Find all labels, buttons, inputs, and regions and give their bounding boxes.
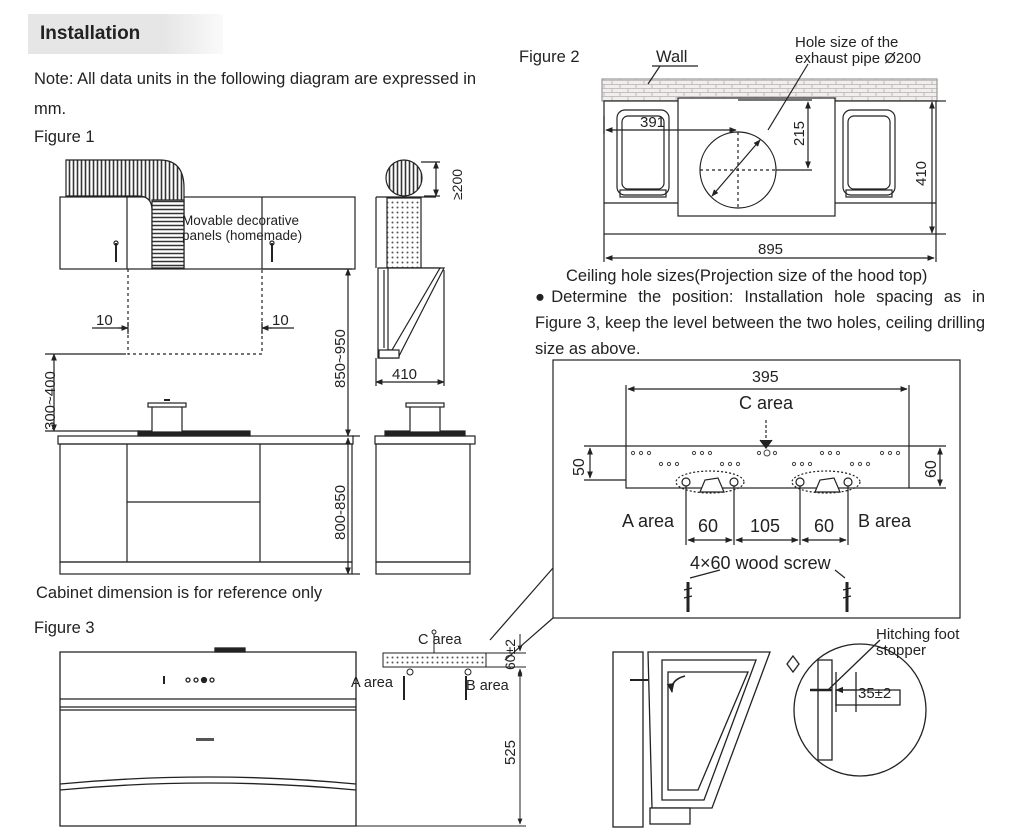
figure3-hood-front <box>59 647 357 827</box>
fig3-c-area: C area <box>418 632 462 648</box>
hole-label-line1: Hole size of the <box>795 34 898 51</box>
figure3-small-bracket <box>356 629 526 827</box>
dim-391: 391 <box>640 114 665 131</box>
detail-b-area: B area <box>858 511 912 531</box>
hitch-label-line1: Hitching foot <box>876 626 960 643</box>
dim-50: 50 <box>571 458 588 476</box>
dim-300-400: 300~400 <box>42 371 59 430</box>
bracket-holes <box>630 449 901 467</box>
dim-410-side: 410 <box>392 366 417 383</box>
figure2-label: Figure 2 <box>519 48 580 66</box>
dim-215: 215 <box>791 121 808 146</box>
figure2-ceiling-hole <box>601 63 946 262</box>
dim-200: ≥200 <box>449 169 465 200</box>
dim-800-850: 800-850 <box>332 485 349 540</box>
dim-60-b: 60 <box>814 516 834 536</box>
upper-cabinet <box>59 196 356 270</box>
dim-10-left: 10 <box>96 312 113 329</box>
dim-10-right: 10 <box>272 312 289 329</box>
figure1-side-view <box>374 159 476 575</box>
hole-label-line2: exhaust pipe Ø200 <box>795 50 921 67</box>
dim-35-2: 35±2 <box>858 685 891 702</box>
panel-label-line1: Movable decorative <box>182 213 299 228</box>
dim-105: 105 <box>750 516 780 536</box>
section-title: Installation <box>40 23 141 44</box>
figure3-label: Figure 3 <box>34 619 95 637</box>
panel-label-line2: panels (homemade) <box>182 228 302 243</box>
hitch-label-line2: stopper <box>876 642 926 659</box>
dim-60-right: 60 <box>923 460 940 478</box>
bracket-detail <box>489 359 961 661</box>
figure2-caption: Ceiling hole sizes(Projection size of th… <box>566 267 928 285</box>
fig3-b-area: B area <box>466 678 510 694</box>
detail-a-area: A area <box>622 511 675 531</box>
section-header: Installation <box>28 14 223 54</box>
screw-label: 4×60 wood screw <box>690 553 832 573</box>
position-paragraph: ●Determine the position: Installation ho… <box>535 288 985 358</box>
dim-525: 525 <box>502 740 519 765</box>
wall-label: Wall <box>656 48 687 66</box>
dim-60-2: 60±2 <box>502 639 518 670</box>
dim-895: 895 <box>758 241 783 258</box>
units-note: Note: All data units in the following di… <box>34 70 477 118</box>
figure1-front-view <box>45 159 360 575</box>
figure3-side-mount <box>612 639 927 828</box>
figure1-caption: Cabinet dimension is for reference only <box>36 584 323 602</box>
dim-850-950: 850~950 <box>332 329 349 388</box>
dim-60-a: 60 <box>698 516 718 536</box>
dim-395: 395 <box>752 369 779 386</box>
dim-410-fig2: 410 <box>913 161 930 186</box>
fig3-a-area: A area <box>351 675 394 691</box>
figure1-label: Figure 1 <box>34 128 95 146</box>
detail-c-area: C area <box>739 393 794 413</box>
